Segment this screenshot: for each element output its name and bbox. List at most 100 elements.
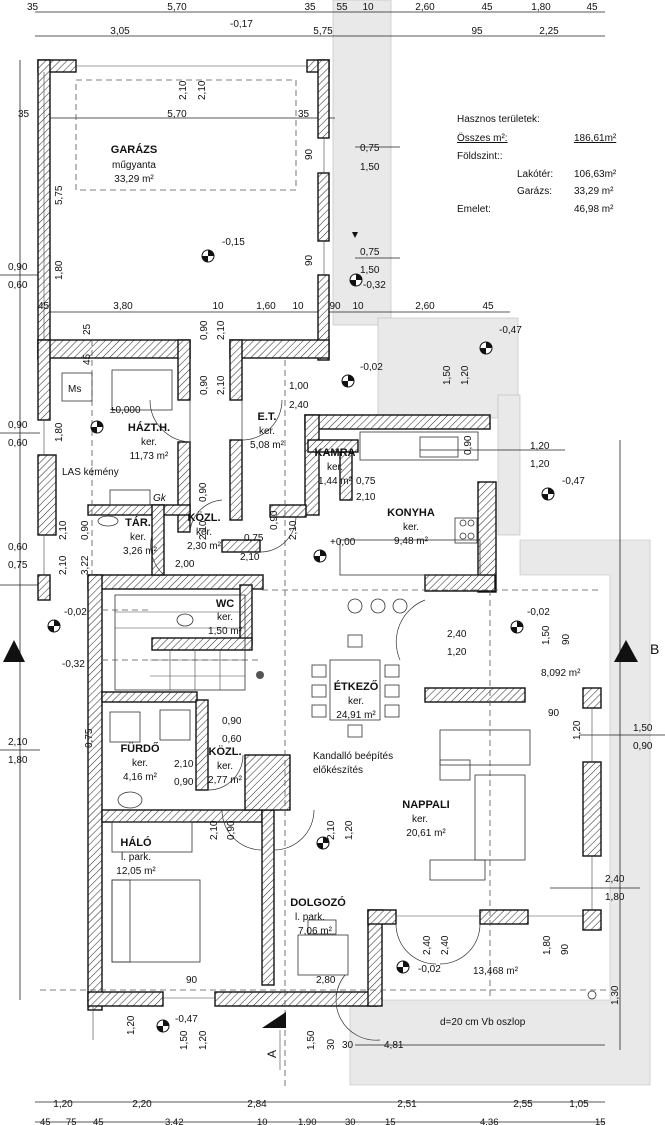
dimension-label: 4,81 bbox=[384, 1040, 404, 1051]
room-labels: GARÁZS műgyanta 33,29 m² HÁZT.H. ker. 11… bbox=[111, 143, 450, 937]
dimension-label: 1,80 bbox=[54, 422, 65, 442]
dimension-label: 10 bbox=[362, 2, 374, 13]
room-name: KONYHA bbox=[387, 507, 435, 519]
level-marker bbox=[479, 341, 493, 355]
wall bbox=[582, 909, 602, 931]
wall bbox=[582, 761, 602, 857]
note-gk: Gk bbox=[153, 493, 167, 504]
level-label: -0,02 bbox=[418, 964, 441, 975]
dimension-label: 1,20 bbox=[447, 647, 467, 658]
dimension-label: 2,60 bbox=[415, 2, 435, 13]
wall bbox=[269, 504, 307, 518]
dimension-label: 0,75 bbox=[8, 560, 28, 571]
dimension-label: 1,20 bbox=[53, 1099, 73, 1110]
dimension-label: 35 bbox=[298, 109, 310, 120]
dimension-label: 0,90 bbox=[222, 716, 242, 727]
dimension-label: 2,60 bbox=[415, 301, 435, 312]
room-name: DOLGOZÓ bbox=[290, 896, 346, 909]
dimension-label: 2,10 bbox=[356, 492, 376, 503]
room-floor: ker. bbox=[217, 612, 233, 623]
dimension-label: 4,36 bbox=[480, 1117, 499, 1125]
dimension-label: 0,90 bbox=[226, 820, 237, 840]
room-floor: ker. bbox=[259, 426, 275, 437]
ms-box bbox=[61, 372, 93, 402]
room-area: 24,91 m² bbox=[336, 710, 376, 721]
dimension-label: 1,20 bbox=[530, 459, 550, 470]
room-area: 11,73 m² bbox=[130, 451, 169, 462]
level-marker bbox=[341, 374, 355, 388]
room-area: 4,16 m² bbox=[123, 772, 158, 783]
wall bbox=[37, 574, 51, 601]
dimension-label: 2,40 bbox=[289, 400, 309, 411]
level-marker bbox=[47, 619, 61, 633]
dimension-label: 0,60 bbox=[8, 438, 28, 449]
level-label: -0,17 bbox=[230, 19, 253, 30]
wall bbox=[307, 439, 359, 453]
level-label: -0,02 bbox=[527, 607, 550, 618]
dimension-label: 2,10 bbox=[198, 520, 209, 540]
area-summary: Hasznos területek: Összes m²: 186,61m² F… bbox=[457, 114, 617, 215]
level-markers bbox=[47, 249, 555, 1033]
dimension-label: 5,75 bbox=[313, 26, 333, 37]
wall bbox=[177, 339, 191, 401]
wall bbox=[317, 172, 330, 242]
dimension-label: 1,05 bbox=[569, 1099, 589, 1110]
wall bbox=[214, 991, 378, 1007]
dimension-label: 55 bbox=[336, 2, 348, 13]
dimension-label: 1,20 bbox=[530, 441, 550, 452]
dimension-label: 3,80 bbox=[113, 301, 133, 312]
dimension-label: 45 bbox=[481, 2, 493, 13]
room-area: 1,44 m² bbox=[318, 476, 353, 487]
level-marker bbox=[201, 249, 215, 263]
dimension-label: 2,10 bbox=[288, 520, 299, 540]
wall bbox=[317, 274, 330, 361]
dimension-label: 0,90 bbox=[269, 510, 280, 530]
dimension-label: 2,55 bbox=[513, 1099, 533, 1110]
dimension-label: 0,75 bbox=[244, 533, 264, 544]
dimension-label: 2,80 bbox=[316, 975, 336, 986]
dimension-label: 1,80 bbox=[8, 755, 28, 766]
dimension-label: 1,60 bbox=[256, 301, 276, 312]
dimension-label: 0,90 bbox=[8, 420, 28, 431]
dimension-label: 0,75 bbox=[356, 476, 376, 487]
dimension-label: 90 bbox=[329, 301, 341, 312]
dimension-label: 1,80 bbox=[542, 935, 553, 955]
dimension-label: 75 bbox=[66, 1117, 77, 1125]
level-marker bbox=[349, 273, 363, 287]
wall bbox=[477, 481, 497, 593]
section-a-triangle-left bbox=[3, 640, 25, 662]
summary-total-value: 186,61m² bbox=[574, 133, 617, 144]
dimension-label: 1,50 bbox=[541, 625, 552, 645]
room-name: HÁZT.H. bbox=[128, 421, 170, 434]
section-b-triangle bbox=[614, 640, 638, 662]
dimension-label: 30 bbox=[345, 1117, 356, 1125]
dimension-label: 2,51 bbox=[397, 1099, 417, 1110]
dimension-label: 1,90 bbox=[298, 1117, 317, 1125]
dimension-label: 2,40 bbox=[605, 874, 625, 885]
room-area: 9,48 m² bbox=[394, 536, 429, 547]
wall bbox=[151, 637, 253, 651]
dimension-label: 10 bbox=[257, 1117, 268, 1125]
wall bbox=[229, 339, 243, 401]
dimension-label: 1,00 bbox=[289, 381, 309, 392]
dimension-label: 10 bbox=[352, 301, 364, 312]
dimension-label: 1,30 bbox=[610, 985, 621, 1005]
dimension-label: 2,10 bbox=[8, 737, 28, 748]
level-label: -0,15 bbox=[222, 237, 245, 248]
dimension-label: 1,50 bbox=[179, 1030, 190, 1050]
dimension-label: 2,10 bbox=[178, 80, 189, 100]
walls bbox=[37, 59, 602, 1011]
note-column: d=20 cm Vb oszlop bbox=[440, 1017, 526, 1028]
dimension-texts: 35 5,70 35 55 10 2,60 45 1,80 45 3,05 5,… bbox=[8, 2, 653, 1125]
dimension-label: 0,75 bbox=[84, 728, 95, 748]
summary-garage-label: Garázs: bbox=[517, 186, 552, 197]
dimension-label: 1,50 bbox=[306, 1030, 317, 1050]
room-area: 3,26 m² bbox=[123, 546, 158, 557]
fireplace-wall bbox=[244, 754, 291, 811]
dimension-label: 0,60 bbox=[8, 542, 28, 553]
level-label: -0,02 bbox=[64, 607, 87, 618]
summary-upper-value: 46,98 m² bbox=[574, 204, 614, 215]
room-floor: ker. bbox=[412, 814, 428, 825]
dimension-label: 90 bbox=[304, 254, 315, 266]
level-label: -0,32 bbox=[62, 659, 85, 670]
